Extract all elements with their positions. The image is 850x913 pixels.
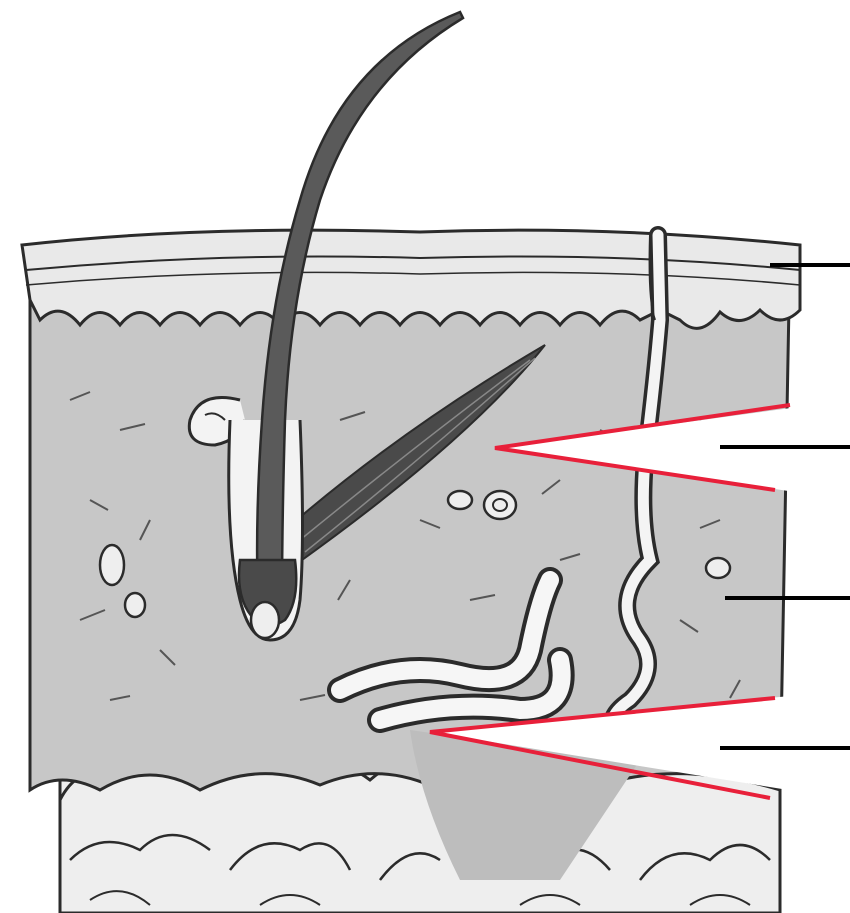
epidermis-layer: [22, 230, 800, 328]
